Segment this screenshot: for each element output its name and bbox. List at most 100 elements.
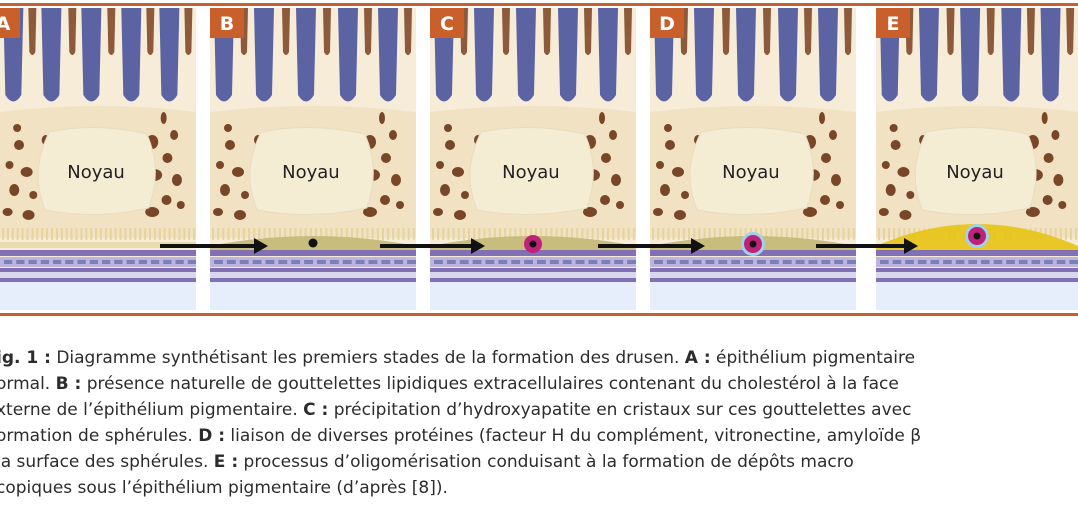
photoreceptor-outer-segment — [254, 8, 274, 102]
pigment-granule — [380, 195, 390, 205]
elastic-layer-dash — [666, 260, 676, 264]
pigment-granule — [831, 174, 841, 186]
pigment-granule — [9, 184, 20, 196]
choroid-background — [876, 282, 1078, 310]
elastic-layer-dash — [114, 260, 123, 264]
pigment-granule — [216, 161, 224, 169]
photoreceptor-outer-segment — [474, 8, 494, 102]
elastic-layer-dash — [955, 260, 965, 264]
pigment-granule — [440, 184, 450, 196]
spherule-droplet — [749, 240, 757, 248]
elastic-layer-dash — [77, 260, 86, 264]
pigment-granule — [1058, 201, 1067, 209]
elastic-layer-dash — [718, 260, 728, 264]
pigment-granule — [391, 174, 401, 186]
pigment-granule — [1025, 207, 1040, 217]
elastic-layer-dash — [769, 260, 779, 264]
choroid-background — [430, 282, 636, 310]
elastic-layer-dash — [226, 260, 236, 264]
elastic-layer-dash — [1044, 260, 1053, 264]
bruch-membrane-band — [430, 278, 636, 282]
elastic-layer-dash — [368, 260, 378, 264]
elastic-layer-dash — [537, 260, 546, 264]
elastic-layer-dash — [930, 260, 940, 264]
photoreceptor-outer-segment — [41, 8, 62, 102]
pigment-granule — [396, 201, 404, 209]
nucleus — [914, 126, 1037, 216]
elastic-layer-dash — [278, 260, 288, 264]
elastic-layer-dash — [847, 260, 856, 264]
caption-line-1: ig. 1 : Diagramme synthétisant les premi… — [0, 348, 916, 368]
pigment-granule — [885, 184, 896, 196]
pigment-granule — [2, 208, 13, 216]
pigment-granule — [803, 207, 817, 217]
photoreceptor-outer-segment — [378, 8, 398, 102]
photoreceptor-outer-segment — [159, 8, 180, 102]
bruch-membrane-band — [650, 278, 856, 282]
elastic-layer-dash — [53, 260, 62, 264]
panel-badge-D — [650, 8, 684, 38]
elastic-layer-dash — [16, 260, 25, 264]
photoreceptor-outer-segment — [960, 8, 981, 102]
elastic-layer-dash — [654, 260, 663, 264]
pigment-granule — [899, 210, 912, 220]
pigment-granule — [162, 153, 173, 163]
elastic-layer-dash — [138, 260, 147, 264]
photoreceptor-cone-segment — [146, 8, 155, 55]
caption-line-4: ormation de sphérules. D : liaison de di… — [0, 426, 922, 446]
nucleus-label: Noyau — [502, 162, 560, 183]
pigment-granule — [664, 124, 672, 132]
elastic-layer-dash — [692, 260, 702, 264]
elastic-layer-dash — [239, 260, 249, 264]
pigment-granule — [674, 210, 686, 220]
pigment-granule — [13, 124, 22, 132]
pigment-granule — [897, 167, 910, 177]
pigment-granule — [672, 167, 684, 177]
elastic-layer-dash — [187, 260, 196, 264]
nucleus — [469, 126, 594, 216]
nucleus-label: Noyau — [722, 162, 780, 183]
pigment-granule — [881, 161, 890, 169]
elastic-layer-dash — [1006, 260, 1015, 264]
elastic-layer-dash — [446, 260, 456, 264]
frame-bottom-line — [0, 313, 1078, 316]
pigment-granule — [1051, 130, 1060, 140]
pigment-granule — [599, 112, 605, 124]
arrows-layer — [160, 238, 918, 254]
pigment-granule — [241, 191, 249, 199]
choroid-background — [0, 282, 196, 310]
elastic-layer-dash — [757, 260, 766, 264]
panel-D: Noyau — [650, 8, 856, 310]
elastic-layer-dash — [562, 260, 572, 264]
elastic-layer-dash — [943, 260, 952, 264]
pigment-granule — [14, 140, 25, 150]
choriocapillaris-band — [210, 272, 416, 278]
elastic-layer-dash — [601, 260, 611, 264]
pigment-granule — [363, 207, 377, 217]
bruch-membrane-band — [0, 268, 196, 272]
bruch-membrane-band — [210, 278, 416, 282]
caption-line-6: copiques sous l’épithélium pigmentaire (… — [0, 478, 448, 498]
elastic-layer-dash — [1031, 260, 1041, 264]
panel-badge-A — [0, 8, 20, 38]
elastic-layer-dash — [511, 260, 521, 264]
pigment-granule — [170, 130, 179, 140]
pigment-granule — [600, 195, 610, 205]
elastic-layer-dash — [782, 260, 792, 264]
panel-E: Noyau — [876, 8, 1078, 310]
pigment-granule — [452, 167, 464, 177]
pigment-granule — [22, 210, 35, 220]
elastic-layer-dash — [880, 260, 889, 264]
photoreceptor-cone-segment — [184, 8, 193, 55]
panel-B: Noyau — [210, 8, 416, 310]
elastic-layer-dash — [968, 260, 977, 264]
stage-arrow-head-1 — [254, 238, 268, 254]
bruch-membrane-band — [876, 250, 1078, 256]
choriocapillaris-band — [876, 272, 1078, 278]
nucleus — [249, 126, 374, 216]
pigment-granule — [161, 195, 172, 205]
elastic-layer-dash — [993, 260, 1003, 264]
photoreceptor-outer-segment — [338, 8, 358, 102]
elastic-layer-dash — [126, 260, 135, 264]
